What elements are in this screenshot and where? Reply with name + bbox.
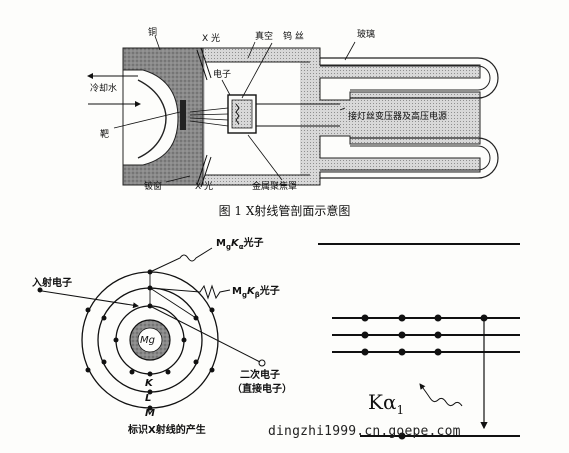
electron-beam xyxy=(189,107,229,127)
label-kalpha: Kα1 xyxy=(368,390,405,417)
atom-diagram xyxy=(37,247,266,411)
incident-electron-path xyxy=(41,290,139,309)
label-glass: 玻璃 xyxy=(357,30,376,40)
xray-tube xyxy=(87,35,499,188)
cooling-cavity xyxy=(122,69,179,166)
orbit-electrons xyxy=(85,269,215,411)
photon-wave-top xyxy=(149,247,213,273)
label-bottom-caption: 标识X射线的产生 xyxy=(128,425,206,436)
label-incident-electron: 入射电子 xyxy=(32,278,72,289)
label-secondary-electron-sub: （直接电子） xyxy=(232,384,292,395)
label-photon-top: MgKα光子 xyxy=(216,238,264,251)
label-shell-m: M xyxy=(145,408,155,419)
label-secondary-electron: 二次电子 xyxy=(240,370,280,381)
label-photon-mid: MgKβ光子 xyxy=(232,286,280,299)
glass-tube-bottom xyxy=(320,137,499,179)
photon-wave-mid xyxy=(149,284,231,300)
label-xray-bottom: X 光 xyxy=(195,182,214,192)
label-xray-top: X 光 xyxy=(202,34,221,44)
energy-level-diagram xyxy=(318,243,520,440)
label-metal-focus-cup: 金属聚焦罩 xyxy=(252,182,298,192)
beryllium-window-bottom xyxy=(196,154,212,188)
label-shell-l: L xyxy=(145,393,152,404)
figure1-caption: 图 1 X射线管剖面示意图 xyxy=(218,204,351,218)
label-target: 靶 xyxy=(100,130,110,140)
label-beryllium-window: 铍窗 xyxy=(144,182,163,192)
label-copper: 铜 xyxy=(148,28,158,38)
level-electrons xyxy=(361,314,488,440)
label-transformer: 接灯丝变压器及高压电源 xyxy=(348,112,448,122)
label-cooling-water: 冷却水 xyxy=(90,84,118,94)
label-electron: 电子 xyxy=(213,70,232,80)
kalpha-wave-arrow xyxy=(419,383,463,407)
label-shell-k: K xyxy=(145,378,153,389)
secondary-electron-path xyxy=(149,305,261,363)
label-vacuum: 真空 xyxy=(255,32,274,42)
glass-tube-top xyxy=(320,57,499,99)
label-nucleus: Mg xyxy=(140,335,155,346)
beryllium-window-top xyxy=(196,47,212,81)
cooling-water-curve xyxy=(137,79,167,159)
watermark: dingzhi1999.cn.goepe.com xyxy=(268,424,461,439)
tungsten-filament xyxy=(235,103,240,125)
target xyxy=(180,100,186,130)
vacuum-chamber xyxy=(205,62,300,175)
label-tungsten-wire: 钨 丝 xyxy=(283,32,304,42)
